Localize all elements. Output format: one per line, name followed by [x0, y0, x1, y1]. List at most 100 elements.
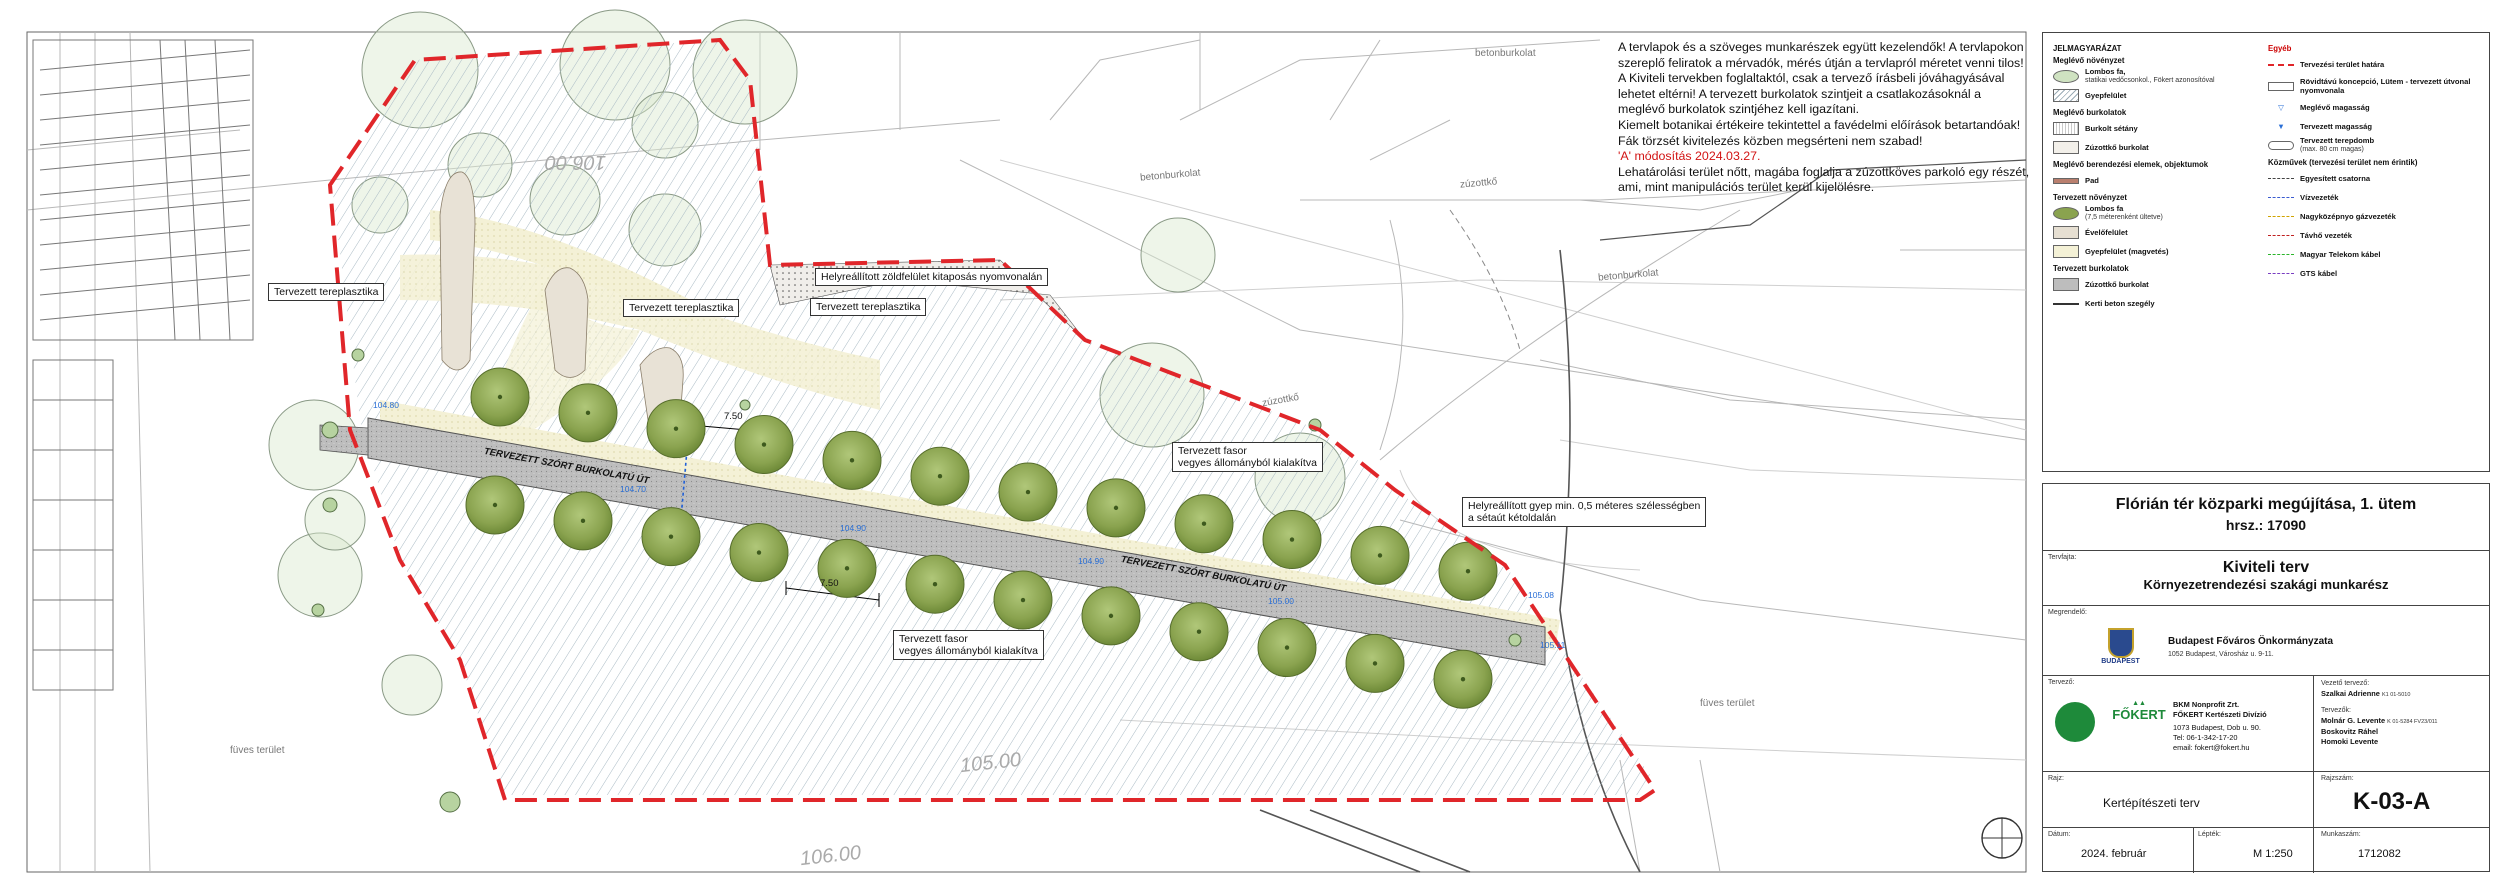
tb-divider	[2313, 828, 2314, 873]
legend-label: Pad	[2085, 176, 2099, 185]
legend-item-perennial: Évelőfelület	[2053, 223, 2253, 242]
fokert-tree-icon	[2055, 702, 2095, 742]
vezeto-label: Vezető tervező:	[2321, 680, 2370, 687]
planned-tree-trunk	[1020, 597, 1026, 603]
level-label-1: 104.80	[373, 400, 399, 410]
north-arrow-icon	[1981, 817, 2023, 859]
legend-label: Meglévő magasság	[2300, 103, 2370, 112]
project-title: Flórián tér közparki megújítása, 1. ütem	[2115, 496, 2417, 513]
planned-tree-trunk	[1196, 629, 1202, 634]
planned-tree-trunk	[1113, 505, 1119, 511]
legend-heading-existing-objects: Meglévő berendezési elemek, objektumok	[2053, 160, 2209, 169]
level-label-2: 104.70	[620, 484, 646, 494]
planned-tree-trunk	[668, 534, 674, 539]
designer-company: BKM Nonprofit Zrt. FŐKERT Kertészeti Div…	[2173, 700, 2267, 753]
planned-tree-trunk	[761, 442, 767, 447]
planned-mound-swatch-icon	[2268, 141, 2294, 150]
tb-divider	[2313, 772, 2314, 828]
plan-part: Környezetrendezési szakági munkarész	[2143, 577, 2389, 592]
level-label-4: 104.90	[1078, 556, 1104, 566]
boundary-swatch-icon	[2268, 63, 2294, 66]
legend-column-left: JELMAGYARÁZAT Meglévő növényzet Lombos f…	[2053, 41, 2253, 313]
area-label-fuves-1: füves terület	[230, 745, 285, 756]
gravel-planned-swatch-icon	[2053, 278, 2079, 291]
tervezo-label: Tervező:	[2048, 679, 2075, 686]
callout-terep-2: Tervezett tereplasztika	[623, 299, 740, 317]
munkaszam-label: Munkaszám:	[2321, 831, 2361, 838]
level-label-5: 105.00	[1268, 596, 1294, 606]
designer-3: Homoki Levente	[2321, 737, 2379, 746]
gravel-existing-swatch-icon	[2053, 141, 2079, 154]
legend-heading-existing-plants: Meglévő növényzet	[2053, 56, 2125, 65]
gts-line-icon	[2268, 273, 2294, 274]
planned-tree-trunk	[492, 502, 498, 508]
legend-label: Távhő vezeték	[2300, 231, 2352, 240]
legend-label: Kerti beton szegély	[2085, 299, 2155, 308]
note-paragraph-2: Kiemelt botanikai értékeire tekintettel …	[1618, 117, 2021, 148]
callout-fasor-2: Tervezett fasor vegyes állományból kiala…	[893, 630, 1044, 660]
legend-item-concrete-edge: Kerti beton szegély	[2053, 294, 2253, 313]
existing-level-icon: ▽	[2278, 103, 2284, 112]
survey-linework	[26, 31, 2027, 873]
callout-terep-1: Tervezett tereplasztika	[268, 283, 385, 301]
planned-tree-trunk	[497, 394, 503, 400]
tb-drawing: Rajz: Kertépítészeti terv Rajzszám: K-03…	[2043, 771, 2489, 828]
bkm-logo-mark-icon: ▲▲	[2132, 700, 2146, 707]
legend-item-planned-level: ▼ Tervezett magasság	[2268, 117, 2483, 136]
callout-fasor-1: Tervezett fasor vegyes állományból kiala…	[1172, 442, 1323, 472]
area-label-fuves-2: füves terület	[1700, 698, 1755, 709]
legend-heading-utilities: Közművek (tervezési terület nem érintik)	[2268, 158, 2418, 167]
gas-line-icon	[2268, 216, 2294, 217]
tb-divider	[2313, 676, 2314, 772]
legend-item-gas: Nagyközépnyo gázvezeték	[2268, 207, 2483, 226]
company-phone: Tel: 06-1-342-17-20	[2173, 733, 2238, 742]
contour-label-1: 106.00	[545, 151, 607, 173]
legend-item-grass: Gyepfelület	[2053, 86, 2253, 105]
grass-swatch-icon	[2053, 89, 2079, 102]
legend-heading-planned-plants: Tervezett növényzet	[2053, 193, 2127, 202]
note-paragraph-1: A tervlapok és a szöveges munkarészek eg…	[1618, 40, 2024, 117]
legend-item-gravel-existing: Zúzottkő burkolat	[2053, 138, 2253, 157]
legend-label: Rövidtávú koncepció, Lütem - tervezett ú…	[2300, 77, 2471, 95]
legend-sublabel: statikai vedőcsonkol., Fökert azonosítóv…	[2085, 77, 2215, 84]
tervezok-label: Tervezők:	[2321, 707, 2351, 714]
heat-line-icon	[2268, 235, 2294, 236]
planned-tree-trunk	[585, 410, 591, 416]
planned-tree-trunk	[1284, 645, 1290, 650]
level-label-3: 104.90	[840, 523, 866, 533]
planned-tree-trunk	[932, 582, 938, 587]
tb-footer: Dátum: 2024. február Lépték: M 1:250 Mun…	[2043, 827, 2489, 873]
legend-sublabel: (max. 80 cm magas)	[2300, 146, 2364, 153]
plan-type: Kiviteli terv	[2222, 559, 2310, 576]
legend-heading-planned-paving: Tervezett burkolatok	[2053, 264, 2129, 273]
planned-tree-trunk	[1201, 521, 1207, 526]
concrete-edge-swatch-icon	[2053, 302, 2079, 305]
legend-label: Tervezett terepdomb	[2300, 135, 2375, 145]
company-address: 1073 Budapest, Dob u. 90.	[2173, 723, 2261, 732]
callout-fasor-2-line2: vegyes állományból kialakítva	[899, 645, 1038, 657]
tb-divider	[2193, 828, 2194, 873]
planned-tree-swatch-icon	[2053, 207, 2079, 220]
callout-fasor-1-line2: vegyes állományból kialakítva	[1178, 457, 1317, 469]
planned-tree-trunk	[849, 458, 855, 463]
rajz-label: Rajz:	[2048, 775, 2064, 782]
planning-boundary	[327, 37, 1658, 802]
legend-heading-existing-paving: Meglévő burkolatok	[2053, 108, 2127, 117]
fokert-logo: ▲▲ FŐKERT	[2108, 700, 2170, 722]
level-label-6: 105.08	[1528, 590, 1554, 600]
date-value: 2024. február	[2081, 848, 2147, 860]
legend-item-planned-tree: Lombos fa(7,5 méterenként ültetve)	[2053, 204, 2253, 223]
planned-tree-trunk	[1108, 613, 1114, 619]
route-swatch-icon	[2268, 81, 2294, 91]
legend-item-gts: GTS kábel	[2268, 264, 2483, 283]
designer-1: Molnár G. Levente	[2321, 716, 2386, 725]
legend-label: Egyesített csatorna	[2300, 174, 2371, 183]
callout-helyre-2: Helyreállított gyep min. 0,5 méteres szé…	[1462, 497, 1707, 527]
planned-tree-trunk	[937, 474, 943, 479]
tb-client: Megrendelő: BUDAPEST Budapest Főváros Ön…	[2043, 605, 2489, 675]
legend-label: Vízvezeték	[2300, 193, 2339, 202]
designer-2: Boskovitz Ráhel	[2321, 727, 2379, 736]
planned-tree-trunk	[1289, 537, 1295, 542]
drawing-name: Kertépítészeti terv	[2103, 796, 2200, 810]
note-paragraph-3: Lehatárolási terület nőtt, magába foglal…	[1618, 164, 2030, 195]
